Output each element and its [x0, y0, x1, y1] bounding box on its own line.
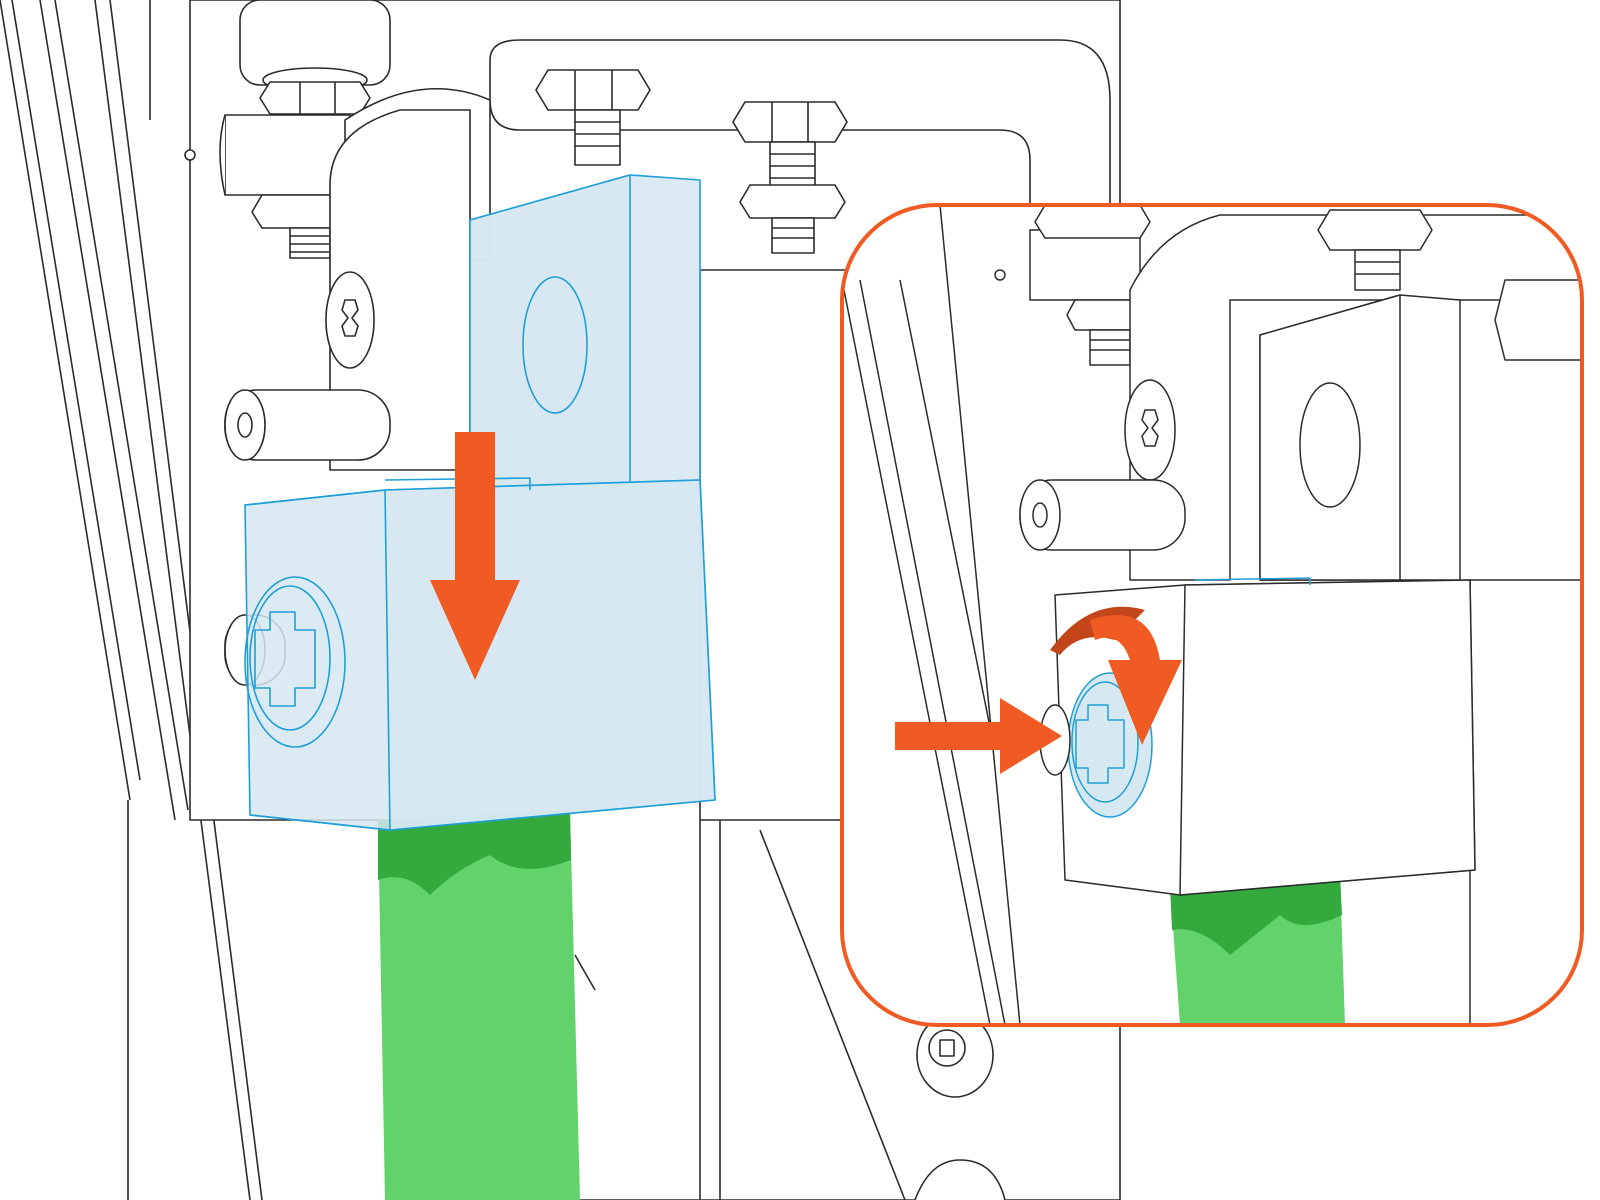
clockwise-rotate-arrow-icon [1050, 606, 1182, 745]
hex-nut-icon [535, 69, 651, 111]
screw-head-icon [914, 1159, 1006, 1200]
hex-nut-icon [1494, 279, 1582, 361]
spacer-block [219, 114, 351, 196]
torx-screw-icon [916, 1012, 994, 1098]
hex-nut-icon [259, 81, 371, 115]
mount-plate [325, 109, 471, 471]
belt [378, 810, 580, 1200]
spacer-block [1029, 229, 1141, 301]
threaded-rod [771, 217, 815, 254]
right-arrow-icon [895, 698, 1062, 774]
standoff-top [239, 0, 391, 93]
threaded-rod [289, 227, 331, 259]
hex-nut-icon [1317, 209, 1433, 251]
torx-screw-icon [341, 299, 359, 337]
carriage-plate [699, 269, 851, 1200]
belt-clamp-installed [1054, 294, 1476, 896]
torx-screw-icon [1141, 409, 1159, 447]
callout-border [840, 203, 1584, 1027]
hex-nut-icon [1034, 205, 1151, 239]
pin-upper [224, 389, 391, 461]
frame-rail-left [0, 0, 263, 1200]
pin-upper [1019, 479, 1186, 551]
down-arrow-icon [430, 432, 520, 680]
hex-nut-icon [732, 101, 848, 143]
hex-nut-icon [739, 184, 846, 219]
detail-callout [840, 203, 1584, 1027]
belt [1170, 875, 1345, 1025]
threaded-rod [1354, 249, 1401, 291]
threaded-rod [769, 141, 816, 188]
threaded-rod [1089, 329, 1131, 366]
threaded-rod [574, 109, 621, 166]
screw-head-icon [244, 576, 346, 748]
